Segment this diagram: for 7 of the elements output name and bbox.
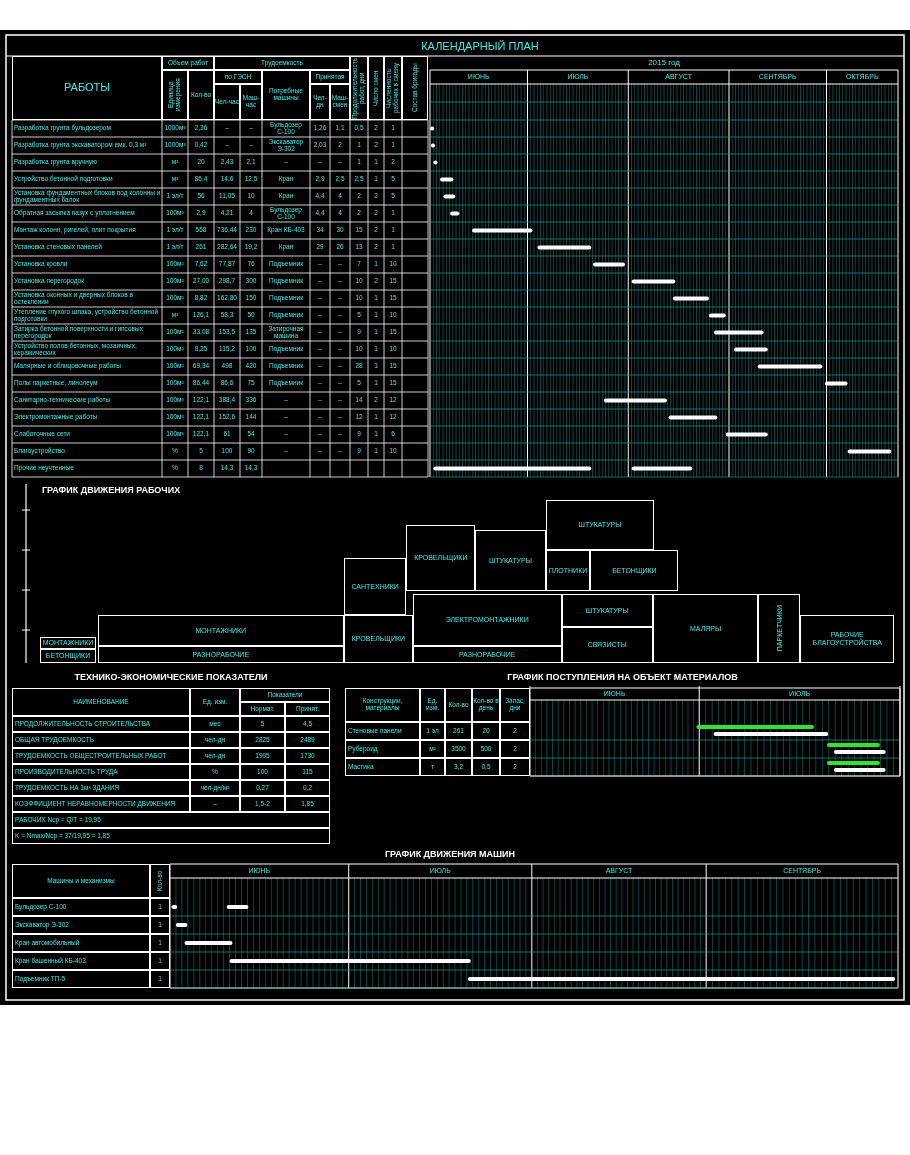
year-label: 2015 год: [647, 56, 681, 69]
table-title: ГРАФИК ДВИЖЕНИЯ МАШИН: [383, 848, 517, 862]
table-title: ТЕХНИКО-ЭКОНОМИЧЕСКИЕ ПОКАЗАТЕЛИ: [73, 671, 269, 685]
table-title: ГРАФИК ПОСТУПЛЕНИЯ НА ОБЪЕКТ МАТЕРИАЛОВ: [506, 671, 739, 685]
drawing-title: КАЛЕНДАРНЫЙ ПЛАН: [420, 38, 540, 54]
chart-title: ГРАФИК ДВИЖЕНИЯ РАБОЧИХ: [41, 484, 182, 498]
column-header: РАБОТЫ: [12, 56, 162, 120]
